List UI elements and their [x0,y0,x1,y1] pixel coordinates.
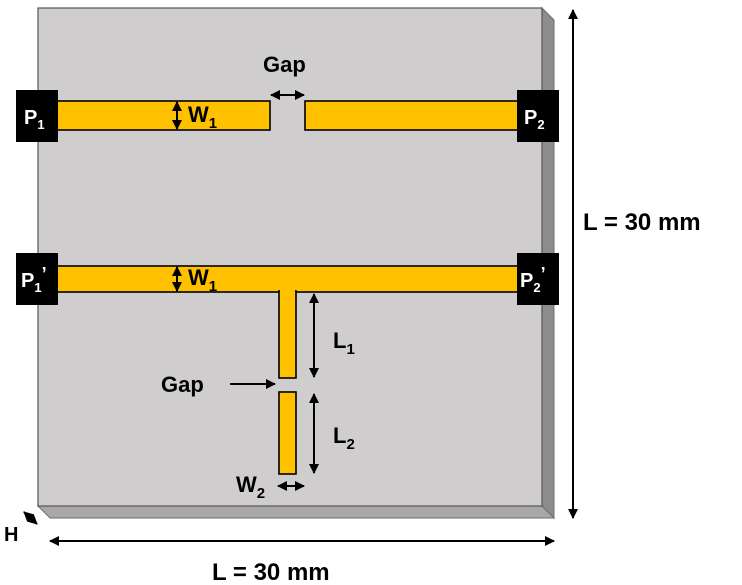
height-arrow [23,511,38,525]
svg-text:P2: P2 [524,107,545,132]
w2-label: W2 [236,472,265,502]
stub-line-strip [55,265,524,293]
l2-label: L2 [333,423,355,453]
height-label: H [4,524,18,546]
svg-text:P1’: P1’ [21,264,47,295]
stub-lower-segment [278,391,297,475]
svg-text:P1: P1 [24,107,45,132]
top-line-right-strip [304,100,524,131]
side-length-label: L = 30 mm [583,209,701,236]
w1-bottom-label: W1 [188,265,217,295]
top-line-left-strip [55,100,271,131]
w1-top-label: W1 [188,102,217,132]
port-p1-prime: P1’ [16,253,58,305]
gap-top-label: Gap [263,52,306,77]
port-p2-prime: P2’ [517,253,559,305]
port-p1: P1 [16,90,58,142]
svg-text:P2’: P2’ [520,264,546,295]
l1-label: L1 [333,328,355,358]
gap-stub-label: Gap [161,372,204,397]
substrate-bottom-face [36,505,556,519]
bottom-length-label: L = 30 mm [212,559,330,585]
port-p2: P2 [517,90,559,142]
stub-upper-segment [278,290,297,379]
